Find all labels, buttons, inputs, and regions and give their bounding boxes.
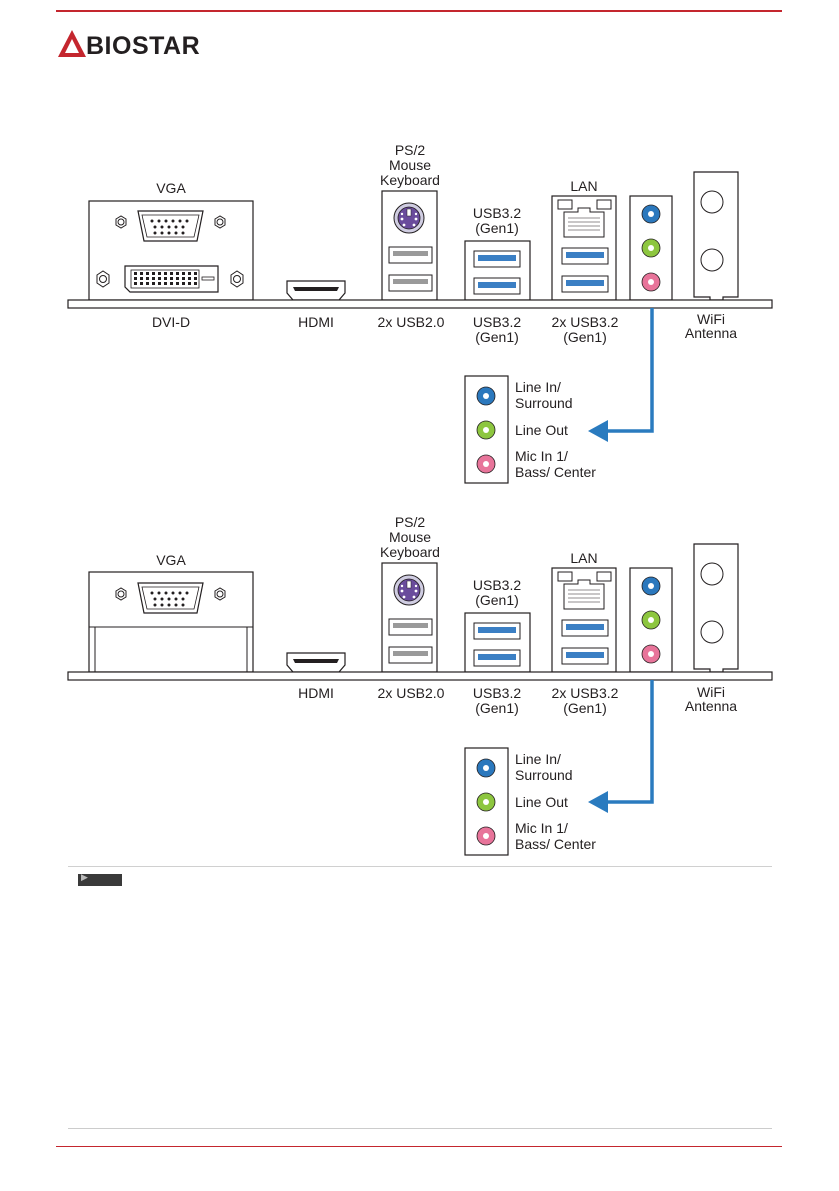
d1-label-vga: VGA <box>156 180 186 196</box>
d2-label-usb32-top-line1: USB3.2 <box>472 577 522 593</box>
d1-label-usb20: 2x USB2.0 <box>377 314 445 330</box>
biostar-logo-mark-icon <box>58 30 86 57</box>
io-panel-diagram-1 <box>67 171 773 484</box>
d2-label-wifi-line1: WiFi <box>697 684 725 700</box>
vga-screw-right-icon <box>214 215 226 229</box>
d1-legend-line-in-line1: Line In/ <box>515 379 561 395</box>
audio-legend-box-2 <box>464 747 509 856</box>
vga-port-block <box>88 571 254 673</box>
d2-label-ps2-line1: PS/2 <box>394 514 426 530</box>
d2-label-wifi-line2: Antenna <box>684 698 738 714</box>
wifi-antenna-bracket-2 <box>693 543 739 673</box>
biostar-logo <box>58 28 198 60</box>
d1-label-ps2-line2: Mouse <box>388 157 432 173</box>
d1-label-usb32-top-line1: USB3.2 <box>472 205 522 221</box>
d2-legend-line-in-line1: Line In/ <box>515 751 561 767</box>
d2-label-usb32-line2: (Gen1) <box>475 700 519 716</box>
brand-name: BIOSTAR <box>86 32 201 60</box>
hdmi-port <box>286 280 346 301</box>
d1-legend-line-in-line2: Surround <box>515 395 573 411</box>
audio-legend-box <box>464 375 509 484</box>
d1-legend-line-out: Line Out <box>515 422 568 438</box>
d1-label-ps2-line3: Keyboard <box>380 172 440 188</box>
d2-legend-mic-in-line2: Bass/ Center <box>515 836 596 852</box>
d2-label-lan: LAN <box>570 550 598 566</box>
d1-label-usb32x2-line2: (Gen1) <box>563 329 607 345</box>
d2-label-usb32-top-line2: (Gen1) <box>475 592 519 608</box>
audio-callout-arrow-2-icon <box>588 680 654 813</box>
d1-label-ps2-line1: PS/2 <box>394 142 426 158</box>
vga2-screw-left-icon <box>115 587 127 601</box>
section-separator <box>68 866 772 867</box>
d1-label-usb32x2-line1: 2x USB3.2 <box>551 314 619 330</box>
footer-rule-grey <box>68 1128 772 1129</box>
d1-label-usb32-line1: USB3.2 <box>472 314 522 330</box>
hdmi-port-2 <box>286 652 346 673</box>
footer-rule-red <box>56 1146 782 1147</box>
d2-legend-mic-in-line1: Mic In 1/ <box>515 820 568 836</box>
io-panel-baseline-2 <box>67 671 773 681</box>
d1-label-usb32-top-line2: (Gen1) <box>475 220 519 236</box>
usb3-stack-2 <box>464 612 531 673</box>
note-tag-arrow-icon: ▶ <box>81 872 88 882</box>
d1-label-usb32-line2: (Gen1) <box>475 329 519 345</box>
wifi-antenna-bracket <box>693 171 739 301</box>
io-panel-diagram-2 <box>67 543 773 856</box>
vga-dvi-port-block <box>88 200 254 301</box>
vga2-screw-right-icon <box>214 587 226 601</box>
d2-label-vga: VGA <box>156 552 186 568</box>
d2-label-usb32x2-line1: 2x USB3.2 <box>551 685 619 701</box>
dvi-screw-right-icon <box>230 270 244 288</box>
d1-legend-mic-in-line1: Mic In 1/ <box>515 448 568 464</box>
d2-label-usb32-line1: USB3.2 <box>472 685 522 701</box>
usb3-stack <box>464 240 531 301</box>
audio-jack-stack-2 <box>629 567 673 673</box>
d2-label-usb32x2-line2: (Gen1) <box>563 700 607 716</box>
note-tag: ▶ <box>78 872 122 886</box>
lan-usb3-stack <box>551 195 617 301</box>
ps2-usb2-stack <box>381 190 438 301</box>
d2-label-ps2-line3: Keyboard <box>380 544 440 560</box>
d1-label-dvid: DVI-D <box>151 314 191 330</box>
d1-label-wifi-line1: WiFi <box>697 311 725 327</box>
ps2-usb2-stack-2 <box>381 562 438 673</box>
header-rule <box>56 10 782 12</box>
vga-screw-left-icon <box>115 215 127 229</box>
d1-legend-mic-in-line2: Bass/ Center <box>515 464 596 480</box>
lan-usb3-stack-2 <box>551 567 617 673</box>
io-panel-baseline <box>67 299 773 309</box>
d2-legend-line-out: Line Out <box>515 794 568 810</box>
d2-label-hdmi: HDMI <box>298 685 334 701</box>
d2-legend-line-in-line2: Surround <box>515 767 573 783</box>
d2-label-usb20: 2x USB2.0 <box>377 685 445 701</box>
d1-label-hdmi: HDMI <box>298 314 334 330</box>
d2-label-ps2-line2: Mouse <box>388 529 432 545</box>
dvi-screw-left-icon <box>96 270 110 288</box>
audio-jack-stack <box>629 195 673 301</box>
audio-callout-arrow-icon <box>588 308 654 442</box>
d1-label-lan: LAN <box>570 178 598 194</box>
d1-label-wifi-line2: Antenna <box>684 325 738 341</box>
